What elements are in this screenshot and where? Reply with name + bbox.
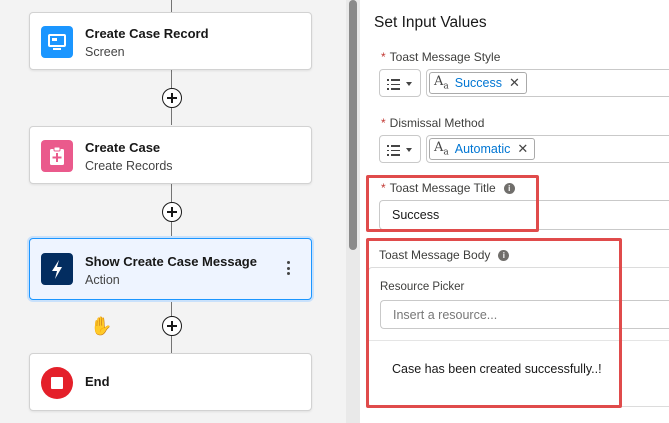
node-subtitle: Create Records <box>85 159 173 173</box>
resource-picker-input[interactable]: Insert a resource... <box>380 300 669 329</box>
field-label: Toast Message Body <box>379 248 491 262</box>
required-marker: * <box>381 116 386 130</box>
node-subtitle: Action <box>85 273 120 287</box>
highlight-box <box>366 175 539 232</box>
info-icon[interactable]: i <box>498 250 510 261</box>
properties-panel: Set Input Values *Toast Message Style Aa… <box>360 0 669 423</box>
toast-title-label: *Toast Message Title i <box>381 181 515 195</box>
resource-type-dropdown[interactable] <box>379 69 421 97</box>
field-label: Toast Message Title <box>389 181 496 195</box>
connector-line <box>171 0 172 12</box>
scrollbar-thumb[interactable] <box>349 0 357 250</box>
field-label: Toast Message Style <box>389 50 501 64</box>
flow-node-show-create-case-message[interactable]: Show Create Case Message Action <box>29 238 312 300</box>
screen-icon <box>41 26 73 58</box>
hand-cursor-icon: ✋ <box>90 316 113 336</box>
field-label: Dismissal Method <box>389 116 485 130</box>
lightning-icon <box>41 253 73 285</box>
flow-node-create-case-record[interactable]: Create Case Record Screen <box>29 12 312 70</box>
dismissal-method-label: *Dismissal Method <box>381 116 484 130</box>
required-marker: * <box>381 50 386 64</box>
remove-pill-button[interactable]: ✕ <box>517 141 529 156</box>
pill-value: Success <box>454 76 503 90</box>
chevron-down-icon <box>406 82 412 86</box>
add-element-button[interactable] <box>162 316 182 336</box>
toast-body-text[interactable]: Case has been created successfully..! <box>392 362 602 376</box>
value-pill: Aa Automatic ✕ <box>429 138 536 160</box>
remove-pill-button[interactable]: ✕ <box>509 75 520 90</box>
info-icon[interactable]: i <box>503 183 515 194</box>
more-actions-icon[interactable] <box>287 261 291 277</box>
node-title: End <box>85 374 110 389</box>
node-title: Create Case <box>85 140 161 155</box>
resource-type-dropdown[interactable] <box>379 135 421 163</box>
toast-body-label: Toast Message Body i <box>379 248 510 262</box>
pill-value: Automatic <box>454 142 511 156</box>
panel-title: Set Input Values <box>374 14 487 31</box>
add-element-button[interactable] <box>162 202 182 222</box>
resource-picker-label: Resource Picker <box>380 281 465 293</box>
add-element-button[interactable] <box>162 88 182 108</box>
flow-node-end[interactable]: End <box>29 353 312 411</box>
chevron-down-icon <box>406 148 412 152</box>
stop-icon <box>41 367 73 399</box>
text-type-icon: Aa <box>434 140 449 158</box>
list-icon <box>387 145 400 159</box>
toast-style-field[interactable]: Aa Success ✕ <box>426 69 669 97</box>
flow-canvas: Create Case Record Screen Create Case Cr… <box>29 0 312 411</box>
flow-node-create-case[interactable]: Create Case Create Records <box>29 126 312 184</box>
node-subtitle: Screen <box>85 45 125 59</box>
dismissal-method-field[interactable]: Aa Automatic ✕ <box>426 135 669 163</box>
node-title: Show Create Case Message <box>85 254 257 269</box>
list-icon <box>387 79 400 93</box>
toast-style-label: *Toast Message Style <box>381 50 500 64</box>
node-title: Create Case Record <box>85 26 209 41</box>
canvas-scrollbar[interactable] <box>346 0 361 423</box>
divider <box>368 340 669 341</box>
text-type-icon: Aa <box>434 74 449 92</box>
required-marker: * <box>381 181 386 195</box>
highlight-box <box>366 238 622 408</box>
value-pill: Aa Success ✕ <box>429 72 527 94</box>
clipboard-plus-icon <box>41 140 73 172</box>
